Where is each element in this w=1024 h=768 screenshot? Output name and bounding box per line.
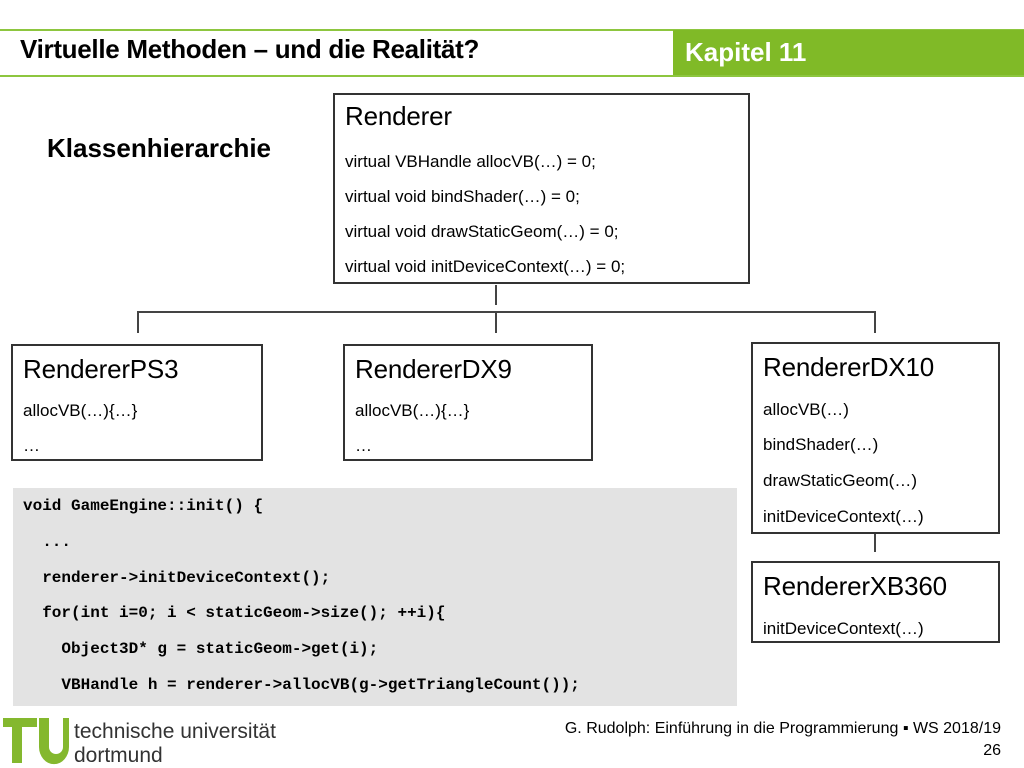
code-line: for(int i=0; i < staticGeom->size(); ++i… [23, 604, 446, 622]
method: virtual VBHandle allocVB(…) = 0; [345, 152, 596, 171]
header-bottom-line [0, 75, 1024, 77]
class-renderer-dx9: RendererDX9 allocVB(…){…} … [343, 344, 593, 461]
connector-stem [495, 285, 497, 305]
university-name-line2: dortmund [74, 744, 163, 767]
slide-title: Virtuelle Methoden – und die Realität? [20, 34, 480, 64]
university-name: technische universität dortmund [74, 720, 276, 768]
code-line: ... [23, 533, 72, 551]
method: virtual void initDeviceContext(…) = 0; [345, 257, 626, 276]
tu-logo-icon [3, 718, 69, 765]
code-line: VBHandle h = renderer->allocVB(g->getTri… [23, 676, 580, 694]
connector-ps3 [137, 311, 139, 333]
method: allocVB(…) [763, 400, 849, 419]
code-line: renderer->initDeviceContext(); [23, 569, 331, 587]
chapter-badge: Kapitel 11 [673, 30, 1024, 75]
connector-dx10 [874, 311, 876, 333]
connector-bar [137, 311, 876, 313]
method: initDeviceContext(…) [763, 507, 924, 526]
code-line: void GameEngine::init() { [23, 497, 264, 515]
method: virtual void drawStaticGeom(…) = 0; [345, 222, 619, 241]
method: allocVB(…){…} [23, 401, 138, 420]
university-name-line1: technische universität [74, 720, 276, 743]
method: allocVB(…){…} [355, 401, 470, 420]
class-renderer: Renderer virtual VBHandle allocVB(…) = 0… [333, 93, 750, 284]
code-line: Object3D* g = staticGeom->get(i); [23, 640, 379, 658]
class-name: RendererDX9 [355, 354, 512, 384]
method: drawStaticGeom(…) [763, 471, 917, 490]
class-renderer-xb360: RendererXB360 initDeviceContext(…) [751, 561, 1000, 643]
class-name: RendererDX10 [763, 352, 935, 382]
header-top-line [0, 29, 1024, 31]
code-block: void GameEngine::init() { ... renderer->… [13, 488, 737, 706]
method: virtual void bindShader(…) = 0; [345, 187, 580, 206]
section-title: Klassenhierarchie [47, 133, 272, 163]
connector-dx9 [495, 311, 497, 333]
class-name: RendererPS3 [23, 354, 179, 384]
page-number: 26 [983, 742, 1001, 759]
class-name: RendererXB360 [763, 571, 947, 601]
method: bindShader(…) [763, 435, 879, 454]
class-name: Renderer [345, 101, 452, 131]
method: … [23, 436, 40, 455]
class-renderer-dx10: RendererDX10 allocVB(…) bindShader(…) dr… [751, 342, 1000, 534]
chapter-label: Kapitel 11 [685, 37, 807, 67]
method: initDeviceContext(…) [763, 619, 924, 638]
connector-xb360 [874, 534, 876, 552]
method: … [355, 436, 372, 455]
class-renderer-ps3: RendererPS3 allocVB(…){…} … [11, 344, 263, 461]
footer-credit: G. Rudolph: Einführung in die Programmie… [564, 720, 1001, 737]
